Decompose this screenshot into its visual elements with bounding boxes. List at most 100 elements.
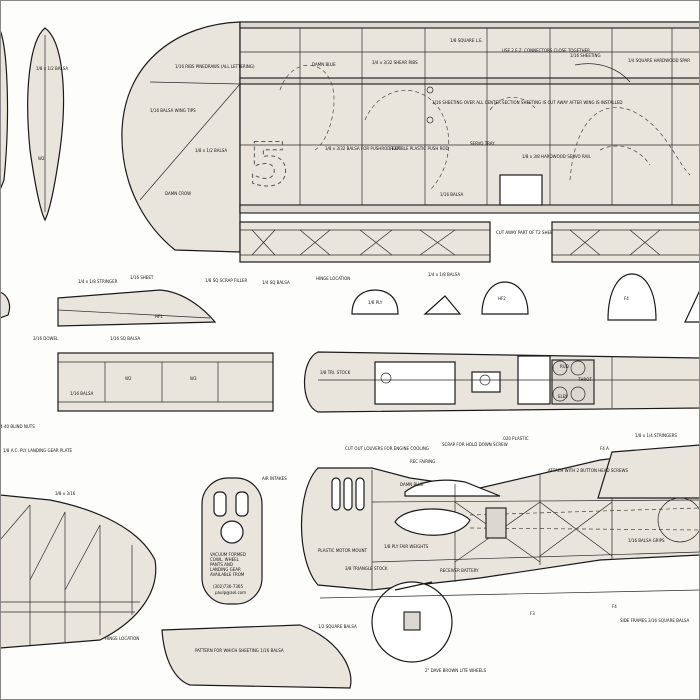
label-scrap-filler: 1/8 SQ SCRAP FILLER: [205, 278, 248, 283]
label-tri-stock: 3/8 TRI. STOCK: [320, 370, 351, 375]
label-servo-rud: RUD: [560, 364, 569, 369]
wing-outer-section: [551, 221, 700, 263]
label-stringer: 1/4 x 1/8 STRINGER: [78, 279, 118, 284]
label-blind-nuts: 4-40 BLIND NUTS: [0, 424, 35, 429]
wing-center-section: [239, 221, 491, 263]
label-stringers-top: 1/8 x 1/4 STRINGERS: [635, 433, 677, 438]
rib-w-label: W2: [38, 156, 45, 161]
fuselage-top-view: 3/8 TRI. STOCK RUD THROT ELEV: [303, 351, 700, 413]
label-shear-ribs: 3/4 x 3/32 SHEAR RIBS: [372, 60, 418, 65]
label-sq-316: 3/8 x 3/16: [55, 491, 76, 496]
label-bottom-balsa: 1/16 BALSA: [70, 391, 94, 396]
label-louvers: CUT OUT LOUVERS FOR ENGINE COOLING: [345, 446, 429, 451]
label-motor-mount: PLASTIC MOTOR MOUNT: [318, 548, 367, 553]
label-sheeting-center: 1/16 SHEETING OVER ALL CENTER SECTION SH…: [432, 100, 622, 105]
wing-panel: 5: [121, 21, 700, 253]
label-flex-pushrod: FLEXIBLE PLASTIC PUSH ROD: [390, 146, 449, 151]
label-balsa-18b: 1/4 x 1/8 BALSA: [428, 272, 460, 277]
servo-side: [485, 507, 507, 539]
label-damn-crow: DAMN CROW: [165, 191, 191, 196]
label-ribs-left: 1/16 RIBS PINEDRAWS (ALL LETTERING): [175, 64, 255, 69]
formers-row: 1/8 PLY HF2 F4: [351, 273, 700, 323]
label-email: paulp@aol.com: [215, 590, 246, 595]
label-air-intakes: AIR INTAKES: [262, 476, 287, 481]
fin-outline: [0, 494, 157, 649]
wing-ribs: [240, 28, 700, 205]
former-gusset: [423, 295, 462, 315]
air-intake-left: [213, 491, 227, 517]
label-connectors: USE 2 E.Z. CONNECTORS CLOSE TOGETHER: [502, 48, 590, 53]
rib-profile-full: [27, 27, 65, 222]
label-pushrod-exit: 3/8 x 3/32 BALSA FOR PUSHROD EXIT: [325, 146, 401, 151]
fin-fairing: [597, 444, 700, 499]
label-square-balsa: 1/2 SQUARE BALSA: [318, 624, 357, 629]
cowl-card: AIR INTAKES VACUUM FORMED COWL, WHEEL PA…: [201, 476, 287, 605]
wing-main-panel: [239, 21, 700, 213]
label-hf2: HF2: [498, 296, 506, 301]
label-plastic: .020 PLASTIC: [502, 436, 529, 441]
label-wheels: 2" DAVE BROWN LITE WHEELS: [425, 668, 486, 673]
label-f4: F4: [624, 296, 629, 301]
cowl-prop-hole: [220, 520, 244, 544]
former-f4: [607, 273, 657, 321]
fuselage-bottom-sheeting: 1/16 SQ BALSA 1/16 BALSA W2 W3 4-40 BLIN…: [0, 336, 274, 429]
label-damn-blue-2: DAMN BLUE: [400, 482, 424, 487]
label-hinge-loc2: HINGE LOCATION: [105, 636, 139, 641]
former-f2: [481, 281, 529, 315]
label-gear-plate: 1/8 A.C. PLY LANDING GEAR PLATE: [3, 448, 72, 453]
rib-label: 1/8 x 1/2 BALSA: [36, 66, 68, 71]
label-sheet-116: 1/16 SHEET: [130, 275, 154, 280]
left-rib-profiles: 1/8 x 1/2 BALSA W2: [0, 27, 68, 222]
tank-box: [471, 371, 501, 393]
rib-profile-partial: [0, 29, 9, 191]
label-triangle-stock: 3/8 TRIANGLE STOCK: [345, 566, 388, 571]
label-sheeting-top: 1/16 SHEETING: [570, 53, 601, 58]
label-servo-ele: ELEV: [558, 394, 568, 399]
vacuum-card-text: VACUUM FORMED COWL, WHEEL PANTS AND LAND…: [210, 552, 247, 577]
label-w3: W3: [190, 376, 197, 381]
canopy: [404, 479, 501, 497]
servo-tray-box: [499, 174, 543, 206]
label-servo-rail: 1/8 x 3/8 HARDWOOD SERVO RAIL: [522, 154, 592, 159]
label-sq-le: 1/8 SQUARE L.E.: [450, 38, 483, 43]
label-phone: (302)736-7365: [213, 584, 243, 589]
label-hold-down: SCRAP FOR HOLD DOWN SCREW: [442, 442, 508, 447]
servo-bay-right: [551, 359, 595, 405]
pant-pattern-outline: [161, 624, 352, 689]
label-receiver: RECEIVER BATTERY: [440, 568, 479, 573]
label-balsa-116: 1/16 BALSA: [440, 192, 464, 197]
wheel-pant-pattern: PATTERN FOR WHICH SHEETING 1/16 BALSA: [161, 624, 352, 689]
label-f3: F3: [530, 611, 535, 616]
label-servo-tray: SERVO TRAY: [470, 141, 495, 146]
cockpit-hatch: [374, 361, 456, 405]
tail-circle: [657, 497, 700, 543]
label-ply-weights: 1/8 PLY FAIR WEIGHTS: [384, 544, 429, 549]
center-section: 1/8 SQ SCRAP FILLER 1/4 SQ BALSA HINGE L…: [205, 221, 700, 285]
wing-tip-left: [121, 21, 241, 253]
label-ply: 1/8 PLY: [368, 300, 383, 305]
former-f1: [351, 289, 399, 315]
label-f4-side: F4: [612, 604, 617, 609]
bottom-sheet-panel: [57, 352, 274, 412]
label-w2: W2: [125, 376, 132, 381]
label-rec-fairing: REC FAIRING: [410, 459, 435, 464]
label-hinge-loc: HINGE LOCATION: [316, 276, 350, 281]
label-attach-wing: ATTACH WITH 2 BUTTON HEAD SCREWS: [548, 468, 628, 473]
rudder-fin: 1/8 A.C. PLY LANDING GEAR PLATE 3/8 x 3/…: [0, 448, 157, 649]
label-hardwood-spar: 1/4 SQUARE HARDWOOD SPAR: [628, 58, 690, 63]
label-dowel: 3/16 DOWEL: [33, 336, 59, 341]
label-wing-tips: 1/16 BALSA WING TIPS: [150, 108, 196, 113]
label-pattern-sheeting: PATTERN FOR WHICH SHEETING 1/16 BALSA: [195, 648, 284, 653]
label-sq-balsa-bar: 1/16 SQ BALSA: [110, 336, 141, 341]
label-damn-blue: DAMN BLUE: [312, 62, 336, 67]
fuselage-labels: CUT OUT LOUVERS FOR ENGINE COOLING SCRAP…: [318, 433, 690, 673]
wing-lettering-5: 5: [248, 130, 290, 200]
air-intake-right: [235, 491, 249, 517]
fuel-tank: [394, 508, 471, 536]
label-side-frames: SIDE FRAMES 3/16 SQUARE BALSA: [620, 618, 690, 623]
label-hf1: HF1: [155, 314, 163, 319]
label-f4a: F4 A: [600, 446, 609, 451]
fuselage-top-outline: [303, 351, 700, 413]
